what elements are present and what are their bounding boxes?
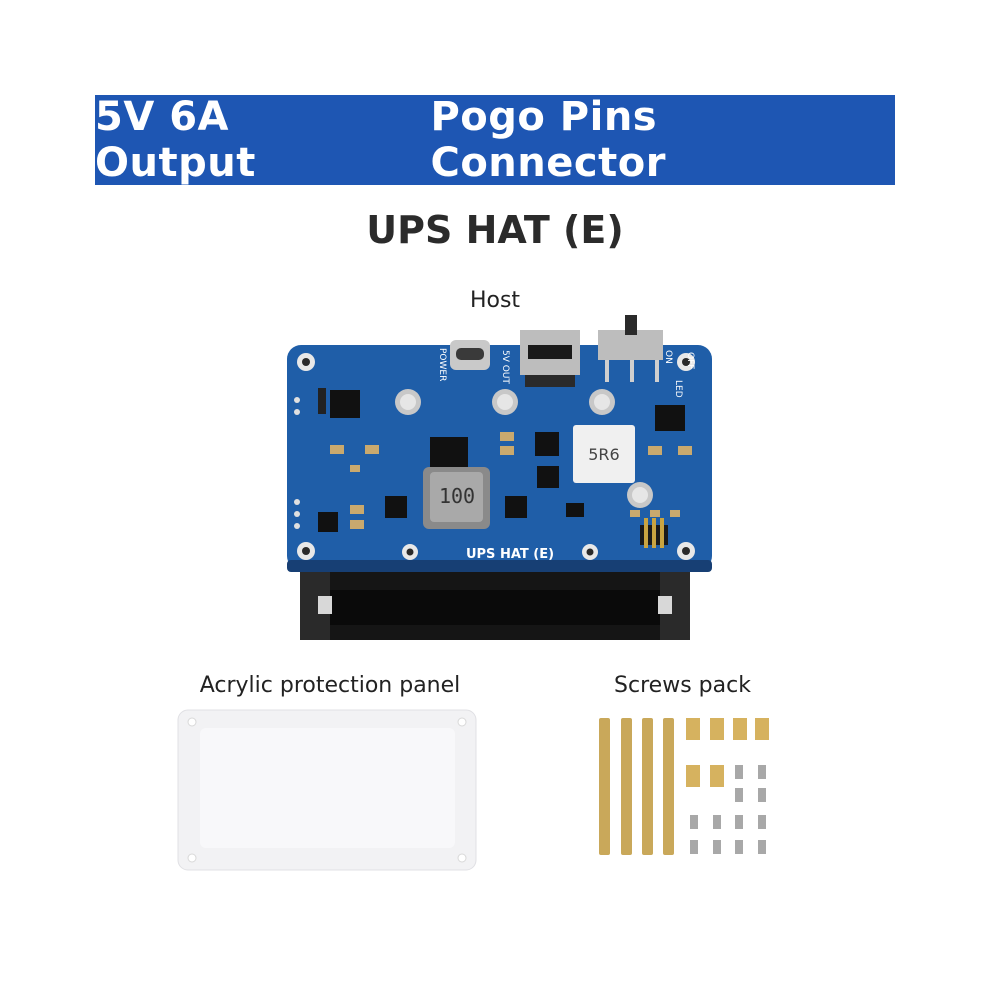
battery-holder — [300, 560, 690, 640]
pcb-board — [287, 315, 712, 572]
acrylic-panel — [177, 709, 477, 871]
host-label: Host — [469, 288, 521, 313]
inductor-5r6-label: 5R6 — [588, 445, 619, 464]
banner-connector-spec: Pogo Pins Connector — [430, 94, 666, 186]
silk-off-label: OFF — [685, 352, 695, 369]
acrylic-panel-label: Acrylic protection panel — [199, 673, 461, 698]
screws-pack-label: Screws pack — [614, 673, 751, 698]
silk-5v-out-label: 5V OUT — [500, 350, 510, 384]
silk-power-label: POWER — [437, 348, 447, 381]
product-title: UPS HAT (E) — [366, 208, 624, 252]
inductor-100-label: 100 — [439, 484, 475, 508]
silk-on-label: ON — [663, 350, 673, 364]
feature-banner: 5V 6A Output Pogo Pins Connector — [95, 94, 895, 186]
silk-led-label: LED — [673, 380, 683, 398]
screws-pack — [599, 718, 769, 855]
banner-output-spec: 5V 6A Output — [95, 94, 256, 186]
board-silkscreen-name: UPS HAT (E) — [466, 547, 554, 562]
